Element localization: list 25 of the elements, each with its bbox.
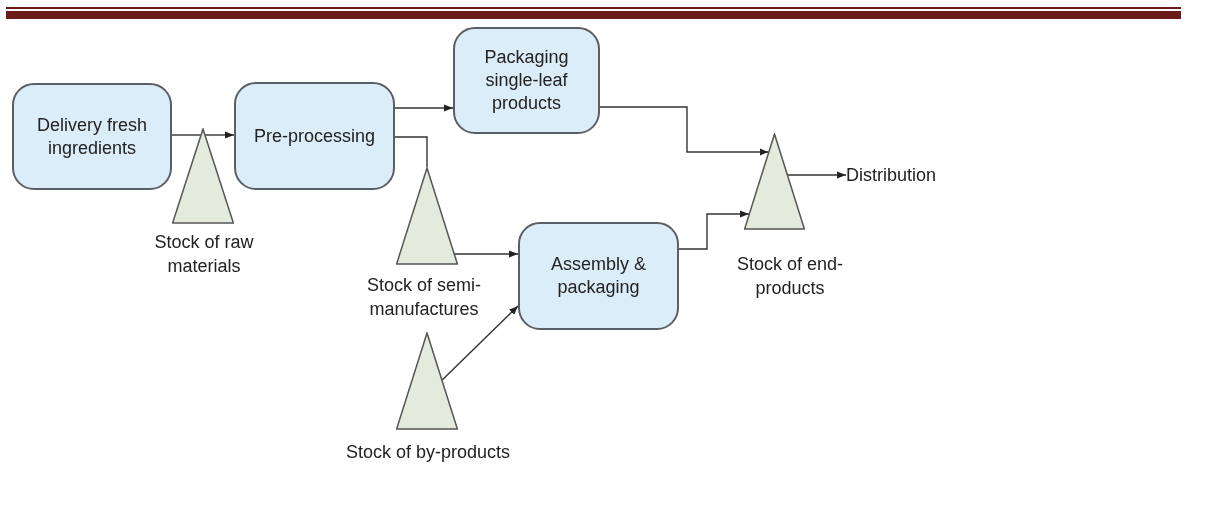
process-label: Delivery fresh ingredients <box>36 113 148 160</box>
stock-triangle <box>744 133 805 230</box>
process-label: Packaging single-leaf products <box>483 46 570 115</box>
stock-triangle <box>172 128 234 224</box>
process-label: Pre-processing <box>253 124 376 148</box>
arrow <box>394 104 454 112</box>
process-box <box>518 222 679 330</box>
arrow <box>453 250 519 258</box>
stock-label: Stock of semi- manufactures <box>366 274 482 321</box>
stock-label: Stock of raw materials <box>153 231 255 278</box>
arrow <box>787 171 847 179</box>
stock-triangle <box>396 332 458 430</box>
process-box <box>453 27 600 134</box>
stock-label: Stock of by-products <box>344 441 512 464</box>
process-label: Assembly & packaging <box>550 253 647 299</box>
stock-triangle <box>396 167 458 265</box>
arrow <box>678 210 750 250</box>
arrow <box>441 305 519 381</box>
stock-label: Stock of end-products <box>735 253 845 300</box>
output-label: Distribution <box>846 163 937 187</box>
arrow <box>204 131 235 139</box>
arrow <box>394 136 428 168</box>
process-box <box>12 83 172 190</box>
process-box <box>234 82 395 190</box>
arrow <box>599 106 770 156</box>
